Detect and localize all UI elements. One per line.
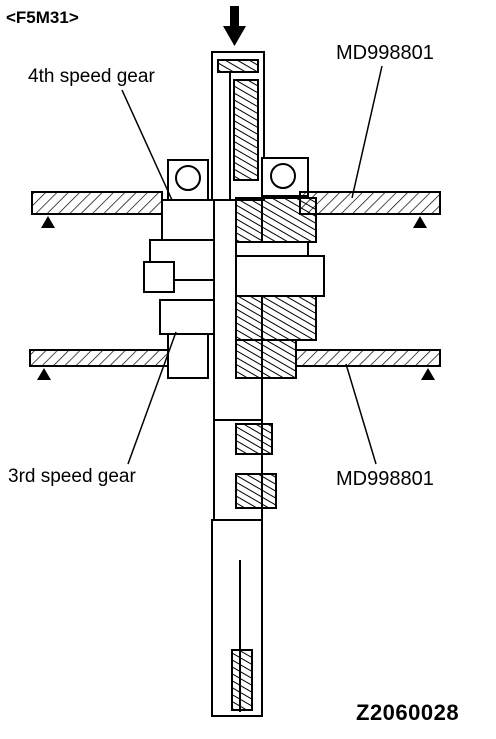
triangle-icon	[37, 368, 51, 380]
fourth-gear-assembly	[143, 159, 215, 379]
third-gear-label: 3rd speed gear	[8, 466, 136, 487]
triangle-icon	[421, 368, 435, 380]
leader-lines	[121, 65, 383, 465]
fourth-gear-label: 4th speed gear	[28, 66, 155, 87]
figure-id: Z2060028	[356, 700, 460, 725]
tool-label-top: MD998801	[336, 42, 434, 64]
support-plate-bottom	[29, 349, 441, 367]
gear-stack	[235, 157, 325, 509]
support-plate-top	[31, 191, 441, 215]
tool-label-bottom: MD998801	[336, 468, 434, 490]
triangle-icon	[413, 216, 427, 228]
model-tag: <F5M31>	[6, 8, 79, 27]
down-arrow-icon	[223, 6, 246, 46]
mainshaft	[211, 51, 265, 717]
triangle-icon	[41, 216, 55, 228]
